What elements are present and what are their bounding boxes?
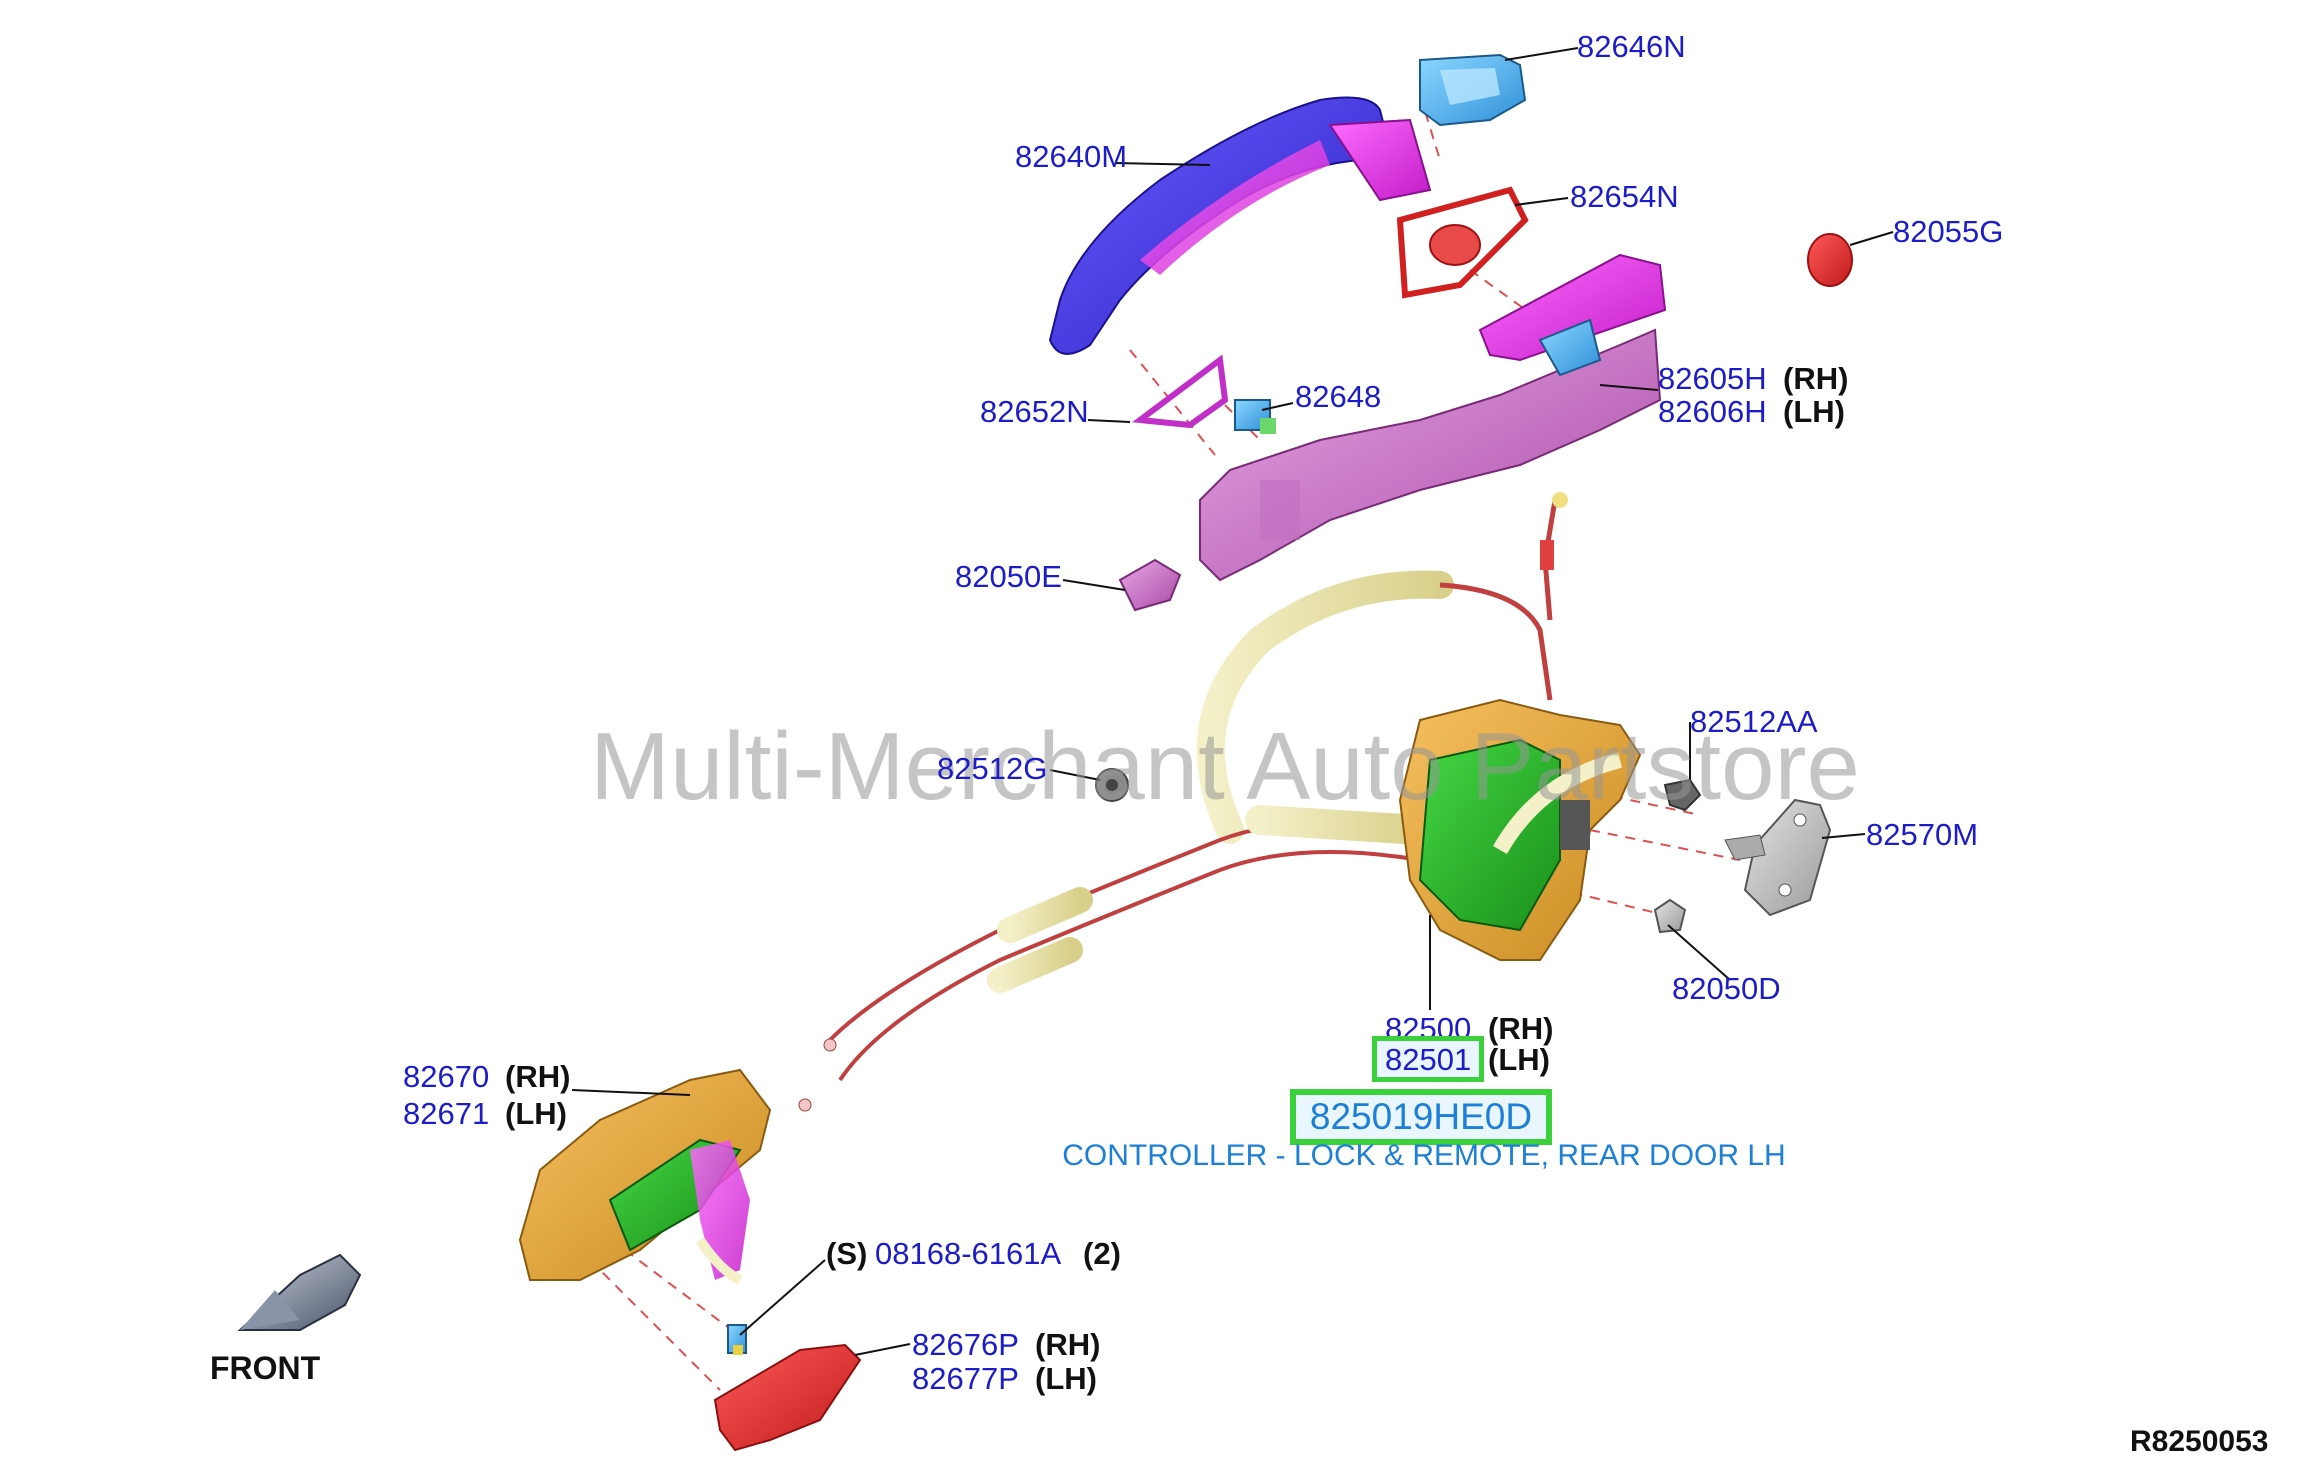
lever-gear — [1095, 768, 1129, 802]
quantity-2: (2) — [1083, 1236, 1121, 1271]
qualifier-lh: (LH) — [505, 1096, 567, 1131]
outside-handle-cap — [1419, 53, 1527, 127]
hole-plug — [1807, 233, 1853, 287]
callout-82512AA[interactable]: 82512AA — [1690, 704, 1818, 739]
mounting-screw — [727, 1324, 747, 1355]
front-direction-arrow — [237, 1253, 362, 1331]
door-lock-actuator — [1398, 698, 1642, 961]
bracket-clip — [1118, 558, 1182, 612]
qualifier-rh: (RH) — [1488, 1011, 1554, 1046]
callout-08168-6161A[interactable]: 08168-6161A — [875, 1236, 1062, 1271]
inside-handle-cables — [798, 805, 1435, 1112]
callout-82501[interactable]: 82501 — [1385, 1042, 1472, 1077]
callout-82648[interactable]: 82648 — [1295, 379, 1382, 414]
handle-bracket-frame — [1199, 253, 1667, 582]
callout-82654N[interactable]: 82654N — [1570, 179, 1679, 214]
callout-82676P[interactable]: 82676P — [912, 1327, 1019, 1362]
watermark-text: Multi-Merchant Auto Partstore — [590, 713, 1860, 820]
callout-82050E[interactable]: 82050E — [955, 559, 1062, 594]
callout-82606H[interactable]: 82606H — [1658, 394, 1767, 429]
callout-82055G[interactable]: 82055G — [1893, 214, 2004, 249]
part-description: CONTROLLER - LOCK & REMOTE, REAR DOOR LH — [1062, 1139, 1786, 1172]
inside-door-handle — [518, 1068, 772, 1285]
callout-82677P[interactable]: 82677P — [912, 1361, 1019, 1396]
door-striker — [1724, 798, 1832, 917]
callout-82050D[interactable]: 82050D — [1672, 971, 1781, 1006]
qualifier-rh: (RH) — [505, 1059, 571, 1094]
callout-82670[interactable]: 82670 — [403, 1059, 490, 1094]
qualifier-rh: (RH) — [1035, 1327, 1101, 1362]
door-latch-cable — [1196, 492, 1568, 844]
highlight-box-82501 — [1372, 1036, 1484, 1082]
callout-82671[interactable]: 82671 — [403, 1096, 490, 1131]
handle-pad — [1132, 354, 1229, 429]
outside-door-handle — [1048, 96, 1432, 355]
qualifier-s: (S) — [826, 1236, 868, 1271]
qualifier-rh: (RH) — [1783, 361, 1849, 396]
callout-82640M[interactable]: 82640M — [1015, 139, 1128, 174]
inside-handle-bezel — [713, 1343, 862, 1452]
qualifier-lh: (LH) — [1035, 1361, 1097, 1396]
actuator-grommet — [1653, 898, 1687, 934]
qualifier-lh: (LH) — [1783, 394, 1845, 429]
highlighted-part-number[interactable]: 825019HE0D — [1290, 1089, 1552, 1145]
actuator-bolt — [1663, 778, 1702, 812]
handle-clip — [1234, 399, 1276, 434]
callout-82646N[interactable]: 82646N — [1577, 29, 1686, 64]
diagram-reference-code: R8250053 — [2130, 1425, 2269, 1458]
handle-gasket — [1396, 186, 1529, 299]
qualifier-lh: (LH) — [1488, 1042, 1550, 1077]
callout-82652N[interactable]: 82652N — [980, 394, 1089, 429]
callout-leader-lines — [571, 47, 1894, 1356]
callout-82605H[interactable]: 82605H — [1658, 361, 1767, 396]
callout-82512G[interactable]: 82512G — [937, 751, 1048, 786]
front-label: FRONT — [210, 1350, 321, 1386]
callout-82570M[interactable]: 82570M — [1866, 817, 1979, 852]
